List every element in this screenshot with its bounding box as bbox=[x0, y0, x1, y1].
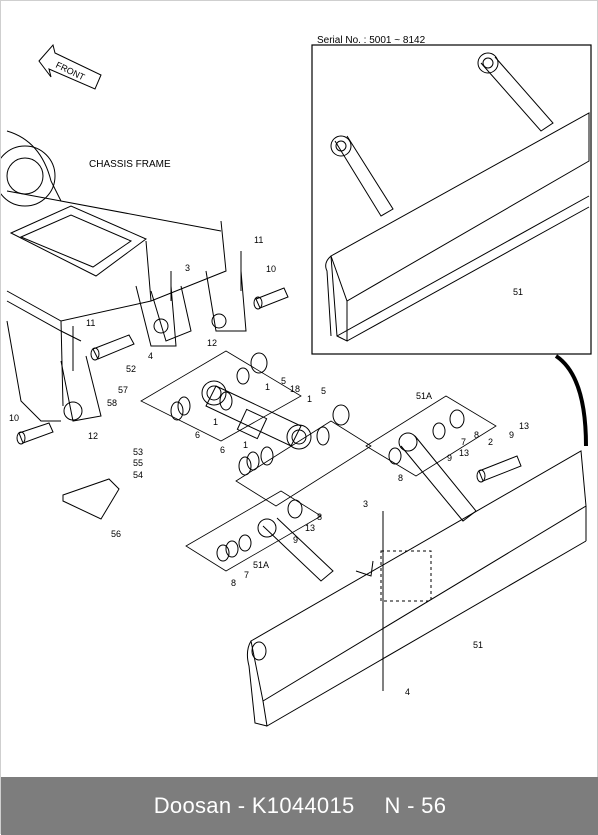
callout-12: 12 bbox=[207, 338, 217, 348]
detail-box-right bbox=[365, 395, 497, 477]
callout-1: 1 bbox=[213, 417, 218, 427]
callout-13: 13 bbox=[305, 523, 315, 533]
serial-note: Serial No. : 5001 ~ 8142 bbox=[317, 35, 426, 46]
callout-4: 4 bbox=[148, 351, 153, 361]
callout-51A: 51A bbox=[253, 560, 269, 570]
callout-4: 4 bbox=[405, 687, 410, 697]
callout-8: 8 bbox=[317, 512, 322, 522]
callout-6: 6 bbox=[220, 445, 225, 455]
callout-1: 1 bbox=[265, 382, 270, 392]
callout-12: 12 bbox=[88, 431, 98, 441]
blade-51 bbox=[246, 432, 587, 727]
detail-box-left bbox=[140, 350, 302, 442]
exploded-parts-diagram: Serial No. : 5001 ~ 8142 FRONT CHASSIS F… bbox=[1, 35, 592, 727]
detail-box-bottom bbox=[185, 490, 322, 572]
inset-blade bbox=[325, 52, 590, 342]
callout-7: 7 bbox=[461, 437, 466, 447]
callout-8: 8 bbox=[398, 473, 403, 483]
callout-51: 51 bbox=[513, 287, 523, 297]
callout-9: 9 bbox=[447, 453, 452, 463]
callout-18: 18 bbox=[290, 384, 300, 394]
callout-1: 1 bbox=[307, 394, 312, 404]
rotation-arc bbox=[554, 354, 588, 447]
bracket-56 bbox=[62, 478, 120, 520]
callout-55: 55 bbox=[133, 458, 143, 468]
callout-7: 7 bbox=[244, 570, 249, 580]
callout-3: 3 bbox=[363, 499, 368, 509]
callout-58: 58 bbox=[107, 398, 117, 408]
detail-box-mid bbox=[235, 420, 372, 507]
footer-brand-part: Doosan - K1044015 bbox=[153, 793, 355, 818]
callout-11: 11 bbox=[254, 235, 263, 245]
callout-6: 6 bbox=[195, 430, 200, 440]
page-footer: Doosan - K1044015 N - 56 bbox=[1, 777, 598, 835]
callout-13: 13 bbox=[519, 421, 529, 431]
callout-3: 3 bbox=[185, 263, 190, 273]
chassis-frame-label: CHASSIS FRAME bbox=[89, 159, 171, 170]
washers bbox=[170, 352, 465, 562]
callout-10: 10 bbox=[266, 264, 276, 274]
pin-10-left bbox=[16, 422, 54, 445]
callout-57: 57 bbox=[118, 385, 128, 395]
callout-8: 8 bbox=[231, 578, 236, 588]
callout-51A: 51A bbox=[416, 391, 432, 401]
callout-56: 56 bbox=[111, 529, 121, 539]
callout-53: 53 bbox=[133, 447, 143, 457]
pin-2 bbox=[476, 455, 522, 483]
callout-5: 5 bbox=[281, 376, 286, 386]
callout-52: 52 bbox=[126, 364, 136, 374]
callout-9: 9 bbox=[509, 430, 514, 440]
inset-box bbox=[311, 44, 592, 355]
callout-9: 9 bbox=[293, 535, 298, 545]
callout-13: 13 bbox=[459, 448, 469, 458]
callout-11: 11 bbox=[86, 318, 95, 328]
callout-10: 10 bbox=[9, 413, 19, 423]
callout-2: 2 bbox=[488, 437, 493, 447]
pin-10-right bbox=[253, 287, 289, 310]
cylinder-18 bbox=[201, 380, 312, 450]
callout-54: 54 bbox=[133, 470, 143, 480]
pin-52 bbox=[90, 334, 135, 361]
chassis-frame bbox=[1, 130, 247, 422]
callout-5: 5 bbox=[321, 386, 326, 396]
callout-51: 51 bbox=[473, 640, 483, 650]
callout-1: 1 bbox=[243, 440, 248, 450]
callout-8: 8 bbox=[474, 430, 479, 440]
front-arrow-icon bbox=[38, 43, 102, 90]
footer-page-ref: N - 56 bbox=[384, 793, 447, 818]
